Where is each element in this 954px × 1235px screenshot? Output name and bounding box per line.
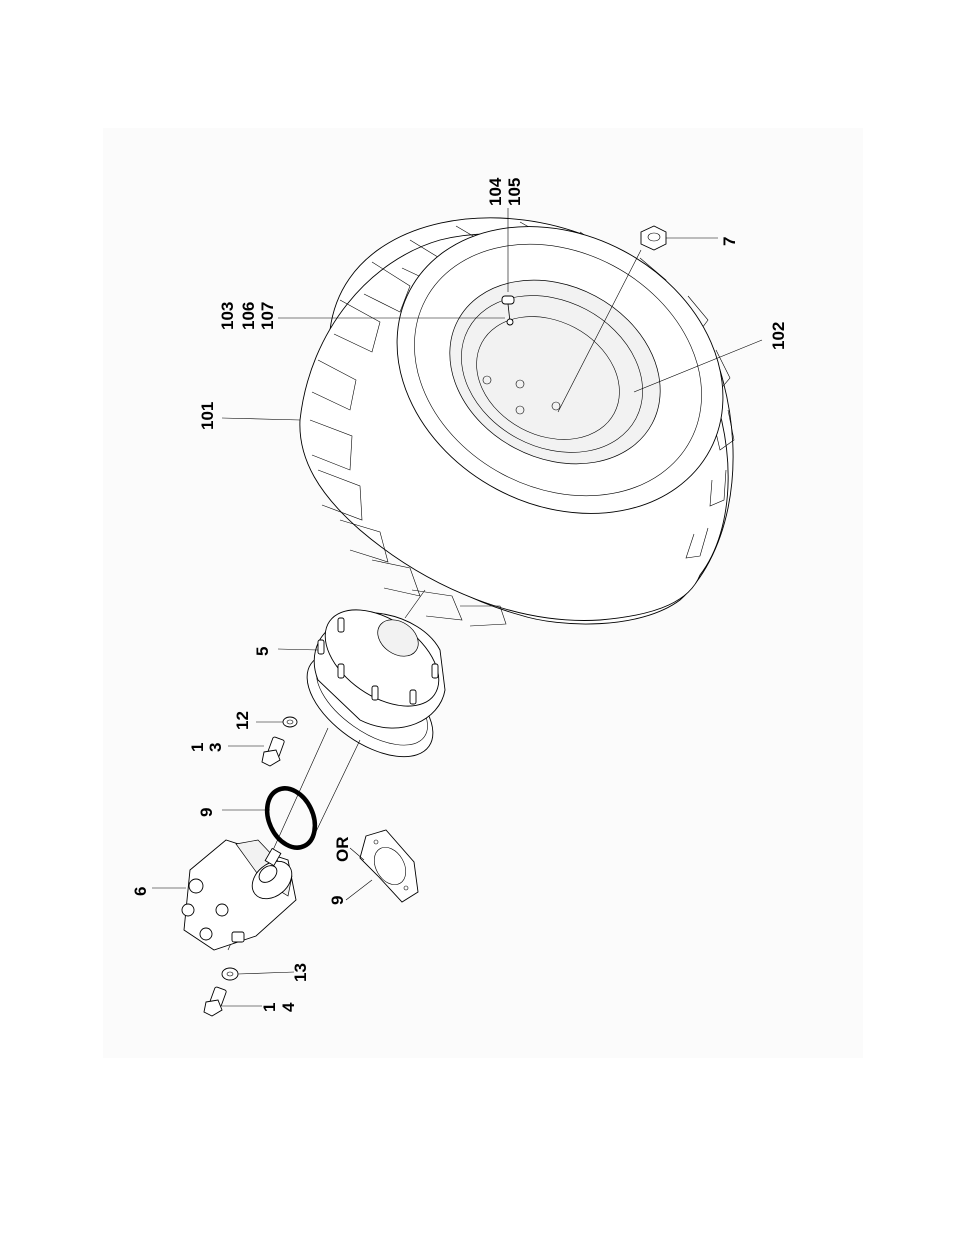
washer-12 (283, 717, 297, 727)
bolt-4 (204, 986, 227, 1016)
callout-13: 13 (291, 963, 310, 982)
callout-9-gasket: 9 (328, 896, 347, 905)
hydraulic-motor (182, 840, 299, 950)
callout-9-oring: 9 (197, 808, 216, 817)
callout-4: 4 (279, 1002, 298, 1012)
callout-107: 107 (258, 302, 277, 330)
bolt-3 (262, 736, 285, 766)
callout-5: 5 (253, 647, 272, 656)
callout-1-upper: 1 (188, 743, 207, 752)
callout-104: 104 (486, 177, 505, 206)
callout-106: 106 (239, 302, 258, 330)
callout-105: 105 (505, 178, 524, 206)
lug-nut (641, 226, 666, 250)
callout-102: 102 (769, 322, 788, 350)
callout-7: 7 (720, 237, 739, 246)
washer-13 (222, 968, 238, 980)
callout-or: OR (333, 837, 352, 863)
tire-assembly (300, 171, 774, 626)
o-ring (258, 781, 324, 856)
callout-12: 12 (233, 711, 252, 730)
callout-1-lower: 1 (260, 1003, 279, 1012)
wheel-hub (289, 590, 456, 777)
callout-103: 103 (218, 302, 237, 330)
callout-6: 6 (131, 887, 150, 896)
callout-3: 3 (206, 743, 225, 752)
callout-101: 101 (198, 402, 217, 430)
gasket (360, 830, 418, 902)
